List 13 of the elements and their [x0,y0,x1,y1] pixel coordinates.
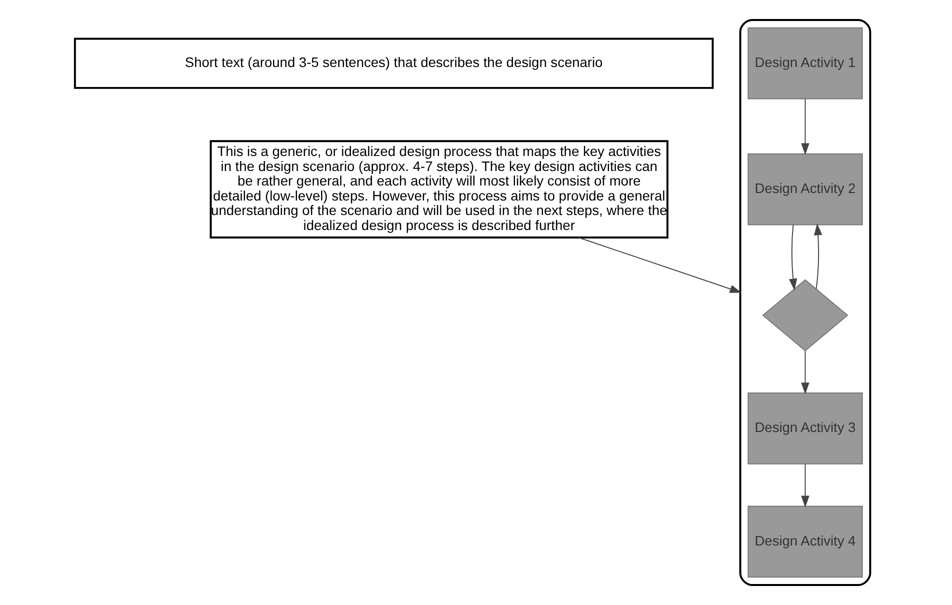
arrow [800,350,809,394]
node-box: Design Activity 1 [747,27,862,100]
arrow [800,98,809,156]
cluster [738,19,871,586]
arrow [813,223,822,290]
node-box: Short text (around 3-5 sentences) that describes the design scenario [73,38,714,89]
arrow [578,237,742,293]
node-box: Design Activity 4 [747,506,862,578]
node-box: This is a generic, or idealized design process that maps the key activities in the design scenario (approx. 4-7 steps). The key design activities can be rather general, and each activity will most likely consist of more detailed (low-level) steps. However, this process aims to provide a general understanding of the scenario and will be used in the next steps, where the idealized design process is described further [209,140,668,239]
node-box: Design Activity 3 [747,392,862,464]
arrow [800,464,809,508]
arrow [788,224,797,290]
node-box: Design Activity 2 [747,153,862,226]
